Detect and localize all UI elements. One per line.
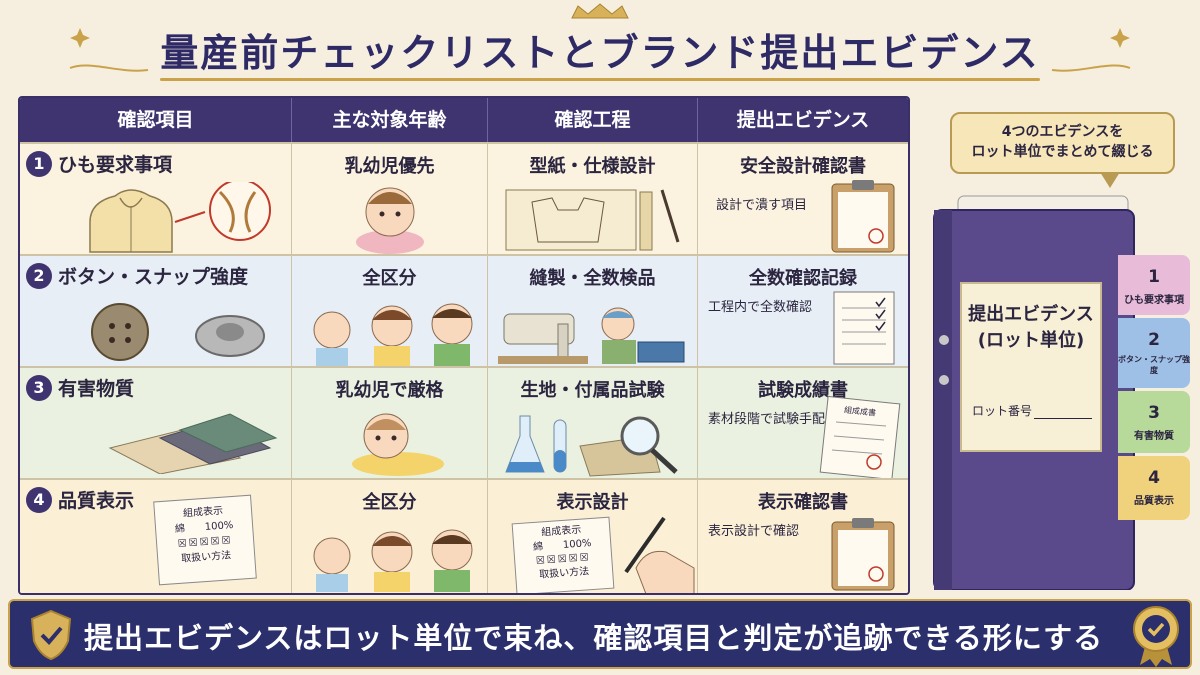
fabric-swatches-icon	[108, 413, 278, 474]
hand-pen-icon	[624, 516, 695, 593]
age-label: 乳幼児優先	[344, 156, 435, 177]
item-cell: 3 有害物質	[20, 368, 292, 478]
banner-text: 提出エビデンスはロット単位で束ね、確認項目と判定が追跡できる形にする	[84, 621, 1104, 655]
sewing-inspection-icon	[498, 307, 685, 364]
binder-tab-1: 1 ひも要求事項	[1118, 255, 1190, 315]
checklist-record-icon	[833, 291, 895, 365]
test-report-icon	[819, 396, 901, 478]
header-evidence: 提出エビデンス	[736, 109, 870, 131]
children-icon	[313, 529, 473, 592]
header-age: 主な対象年齢	[292, 98, 488, 142]
shield-check-icon	[30, 609, 72, 661]
tab-number: 2	[1148, 330, 1160, 350]
table-row: 1 ひも要求事項 乳幼児優先 型紙・仕様設計	[20, 142, 908, 254]
age-label: 全区分	[362, 492, 417, 513]
summary-banner: 提出エビデンスはロット単位で束ね、確認項目と判定が追跡できる形にする	[8, 599, 1192, 669]
speech-tail	[1100, 172, 1120, 188]
lot-number-line	[1034, 418, 1092, 419]
item-label: ボタン・スナップ強度	[58, 266, 249, 288]
button-snap-icon	[91, 303, 265, 361]
evidence-title: 安全設計確認書	[740, 156, 866, 177]
binder-title-1: 提出エビデンス	[968, 304, 1094, 325]
process-cell: 表示設計 組成表示 綿 100% ☒☒☒☒☒ 取扱い方法	[488, 480, 698, 593]
tab-label: ボタン・スナップ強度	[1118, 355, 1190, 375]
item-cell: 1 ひも要求事項	[20, 144, 292, 254]
header-item: 確認項目	[20, 98, 292, 142]
item-label: 有害物質	[58, 378, 135, 400]
age-label: 全区分	[362, 268, 417, 289]
tab-label: ひも要求事項	[1124, 295, 1184, 306]
process-label: 縫製・全数検品	[529, 268, 656, 289]
evidence-note: 表示設計で確認	[708, 524, 800, 539]
evidence-cell: 全数確認記録 工程内で全数確認	[698, 256, 908, 366]
tab-number: 4	[1148, 468, 1160, 488]
age-label: 乳幼児で厳格	[335, 380, 444, 401]
left-flourish-icon	[69, 28, 149, 72]
evidence-cell: 試験成績書 素材段階で試験手配 組成成書	[698, 368, 908, 478]
hoodie-drawstring-icon	[89, 182, 271, 253]
medal-check-icon	[1133, 606, 1179, 667]
baby-icon	[356, 187, 424, 254]
table-row: 2 ボタン・スナップ強度 全区分 縫製・全数検品	[20, 254, 908, 366]
process-cell: 縫製・全数検品	[488, 256, 698, 366]
process-cell: 生地・付属品試験	[488, 368, 698, 478]
evidence-title: 試験成績書	[758, 380, 848, 401]
item-number: 3	[26, 374, 52, 401]
evidence-note: 工程内で全数確認	[708, 300, 813, 315]
item-number: 4	[26, 486, 52, 513]
lot-number-label: ロット番号	[972, 404, 1033, 418]
evidence-cell: 表示確認書 表示設計で確認	[698, 480, 908, 593]
speech-bubble: 4つのエビデンスを ロット単位でまとめて綴じる	[950, 112, 1175, 174]
binder-tab-3: 3 有害物質	[1118, 391, 1190, 453]
crown-icon	[571, 3, 629, 19]
process-cell: 型紙・仕様設計	[488, 144, 698, 254]
tab-number: 3	[1148, 403, 1160, 423]
binder-tab-4: 4 品質表示	[1118, 456, 1190, 520]
table-row: 4 品質表示 組成表示 綿 100% ☒☒☒☒☒ 取扱い方法 全区分 表示設計 組…	[20, 478, 908, 593]
tab-label: 有害物質	[1134, 431, 1174, 442]
age-cell: 全区分	[292, 480, 488, 593]
lab-test-icon	[505, 415, 678, 477]
table-header: 確認項目 主な対象年齢 確認工程 提出エビデンス	[20, 98, 908, 142]
page-title: 量産前チェックリストとブランド提出エビデンス	[160, 31, 1040, 75]
children-icon	[313, 303, 473, 366]
care-label-tag: 組成表示 綿 100% ☒☒☒☒☒ 取扱い方法	[153, 494, 257, 586]
tab-number: 1	[1148, 267, 1160, 287]
checklist-table: 確認項目 主な対象年齢 確認工程 提出エビデンス 1 ひも要求事項 乳幼児優先	[18, 96, 910, 595]
item-label: 品質表示	[58, 490, 135, 512]
clipboard-icon	[831, 518, 895, 591]
item-label: ひも要求事項	[58, 154, 173, 176]
clipboard-icon	[831, 180, 895, 253]
tab-label: 品質表示	[1134, 496, 1174, 507]
crawling-baby-icon	[352, 413, 444, 476]
title-underline	[160, 78, 1040, 81]
process-label: 表示設計	[556, 492, 629, 513]
process-label: 型紙・仕様設計	[529, 156, 656, 177]
age-cell: 乳幼児で厳格	[292, 368, 488, 478]
age-cell: 全区分	[292, 256, 488, 366]
evidence-cell: 安全設計確認書 設計で潰す項目	[698, 144, 908, 254]
evidence-title: 表示確認書	[758, 492, 848, 513]
item-number: 2	[26, 262, 52, 289]
pattern-design-icon	[505, 189, 680, 251]
speech-line-2: ロット単位でまとめて綴じる	[971, 144, 1154, 160]
item-cell: 4 品質表示 組成表示 綿 100% ☒☒☒☒☒ 取扱い方法	[20, 480, 292, 593]
label-design-tag: 組成表示 綿 100% ☒☒☒☒☒ 取扱い方法	[511, 516, 615, 593]
title-area: 量産前チェックリストとブランド提出エビデンス	[0, 0, 1200, 92]
evidence-note: 設計で潰す項目	[716, 198, 808, 213]
binder-title-2: (ロット単位)	[977, 330, 1085, 351]
age-cell: 乳幼児優先	[292, 144, 488, 254]
evidence-title: 全数確認記録	[749, 268, 857, 289]
item-number: 1	[26, 150, 52, 177]
binder-label: 提出エビデンス (ロット単位) ロット番号	[960, 282, 1102, 452]
table-row: 3 有害物質 乳幼児で厳格 生地・付属品試験	[20, 366, 908, 478]
binder-tab-2: 2 ボタン・スナップ強度	[1118, 318, 1190, 388]
right-flourish-icon	[1051, 28, 1131, 72]
item-cell: 2 ボタン・スナップ強度	[20, 256, 292, 366]
header-process: 確認工程	[488, 98, 698, 142]
evidence-note: 素材段階で試験手配	[708, 412, 826, 427]
speech-line-1: 4つのエビデンスを	[1001, 124, 1124, 140]
process-label: 生地・付属品試験	[520, 380, 665, 401]
